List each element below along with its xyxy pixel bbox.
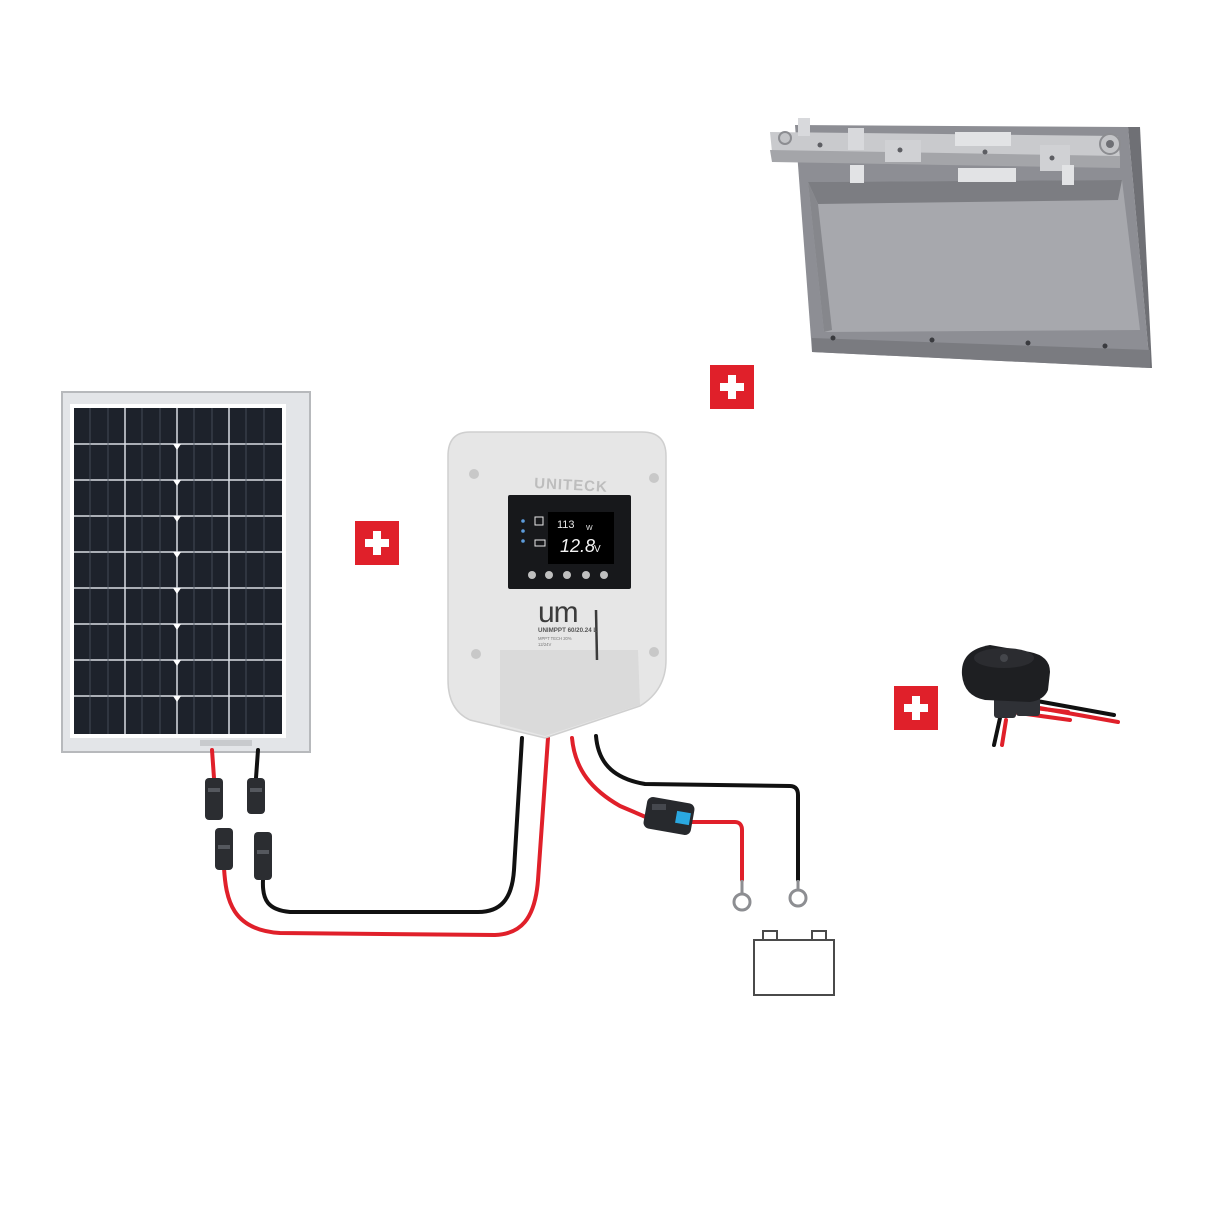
mc4-connectors [205,778,272,880]
fuse-holder [643,797,695,835]
wiring [210,734,800,937]
plus-icon [355,521,399,565]
model-sub-label-1: MPPT TECH 20% [538,636,572,641]
controller-brand-label: UNITECK [534,475,608,496]
ring-terminals [732,880,808,912]
plus-icon [894,686,938,730]
solar-panel [61,391,311,753]
display-voltage-value: 12.8 [560,536,595,556]
model-sub-label-2: 12/24V [538,642,551,647]
cable-gland [961,645,1120,747]
display-power-value: 113 [557,519,575,531]
display-voltage-unit: V [594,544,601,555]
display-power-unit: W [586,525,593,532]
mounting-bracket [770,118,1152,368]
battery-icon [753,930,835,996]
plus-icon [710,365,754,409]
model-logo: um [538,596,578,629]
model-name-label: UNIMPPT 60/20.24 L [538,627,597,634]
charge-controller [447,431,667,739]
